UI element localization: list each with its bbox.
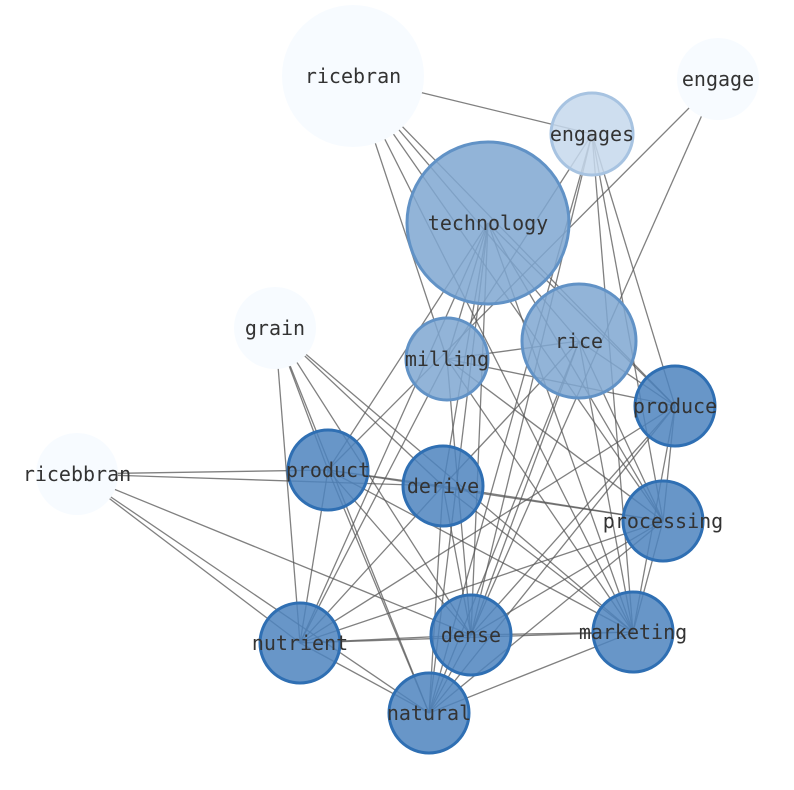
edge-milling-marketing bbox=[446, 358, 634, 633]
edge-ricebbran-derive bbox=[76, 473, 444, 487]
edge-ricebbran-natural bbox=[76, 473, 430, 714]
node-label-ricebran: ricebran bbox=[305, 64, 401, 88]
node-circle-grain bbox=[234, 287, 316, 369]
node-label-dense: dense bbox=[441, 623, 501, 647]
node-label-engage: engage bbox=[682, 67, 754, 91]
node-nutrient: nutrient bbox=[252, 601, 348, 685]
edge-processing-natural bbox=[428, 520, 664, 714]
node-label-rice: rice bbox=[555, 329, 603, 353]
node-rice: rice bbox=[520, 282, 638, 400]
node-label-milling: milling bbox=[405, 347, 489, 371]
node-label-nutrient: nutrient bbox=[252, 631, 348, 655]
node-circle-ricebran bbox=[282, 5, 424, 147]
edge-product-natural bbox=[327, 469, 430, 714]
node-product: product bbox=[286, 428, 370, 512]
nodes-layer: ricebran engage engages technology grain mill… bbox=[23, 5, 759, 755]
edge-ricebbran-product bbox=[76, 469, 329, 475]
node-derive: derive bbox=[401, 444, 485, 528]
node-grain: grain bbox=[234, 287, 316, 369]
node-circle-product bbox=[286, 428, 370, 512]
node-ricebbran: ricebbran bbox=[23, 433, 131, 515]
node-circle-technology bbox=[405, 140, 571, 306]
edge-engages-produce bbox=[591, 133, 676, 407]
edge-milling-processing bbox=[446, 358, 664, 522]
node-label-product: product bbox=[286, 458, 370, 482]
node-produce: produce bbox=[633, 364, 717, 448]
node-label-natural: natural bbox=[387, 701, 471, 725]
node-circle-rice bbox=[520, 282, 638, 400]
edge-milling-nutrient bbox=[299, 358, 448, 644]
edge-ricebbran-nutrient bbox=[76, 473, 301, 644]
node-circle-ricebbran bbox=[36, 433, 118, 515]
node-dense: dense bbox=[429, 593, 513, 677]
node-technology: technology bbox=[405, 140, 571, 306]
node-label-grain: grain bbox=[245, 316, 305, 340]
node-engage: engage bbox=[677, 38, 759, 120]
node-label-produce: produce bbox=[633, 394, 717, 418]
edge-produce-nutrient bbox=[299, 405, 676, 644]
node-circle-natural bbox=[387, 671, 471, 755]
edge-ricebran-marketing bbox=[352, 75, 634, 633]
node-circle-derive bbox=[401, 444, 485, 528]
node-engages: engages bbox=[549, 91, 635, 177]
node-circle-marketing bbox=[591, 590, 675, 674]
node-circle-processing bbox=[621, 479, 705, 563]
node-natural: natural bbox=[387, 671, 471, 755]
edge-produce-dense bbox=[470, 405, 676, 636]
edge-processing-nutrient bbox=[299, 520, 664, 644]
node-circle-milling bbox=[404, 316, 490, 402]
node-circle-produce bbox=[633, 364, 717, 448]
node-processing: processing bbox=[603, 479, 723, 563]
node-label-ricebbran: ricebbran bbox=[23, 462, 131, 486]
edge-product-marketing bbox=[327, 469, 634, 633]
node-milling: milling bbox=[404, 316, 490, 402]
edge-grain-natural bbox=[274, 327, 430, 714]
edge-grain-nutrient bbox=[274, 327, 301, 644]
edge-engages-dense bbox=[470, 133, 593, 636]
node-circle-nutrient bbox=[258, 601, 342, 685]
node-label-engages: engages bbox=[550, 122, 634, 146]
node-label-technology: technology bbox=[428, 211, 548, 235]
edge-grain-dense bbox=[274, 327, 472, 636]
node-ricebran: ricebran bbox=[282, 5, 424, 147]
node-label-processing: processing bbox=[603, 509, 723, 533]
node-circle-engage bbox=[677, 38, 759, 120]
node-label-marketing: marketing bbox=[579, 620, 687, 644]
node-circle-dense bbox=[429, 593, 513, 677]
node-label-derive: derive bbox=[407, 474, 479, 498]
node-circle-engages bbox=[549, 91, 635, 177]
node-marketing: marketing bbox=[579, 590, 687, 674]
